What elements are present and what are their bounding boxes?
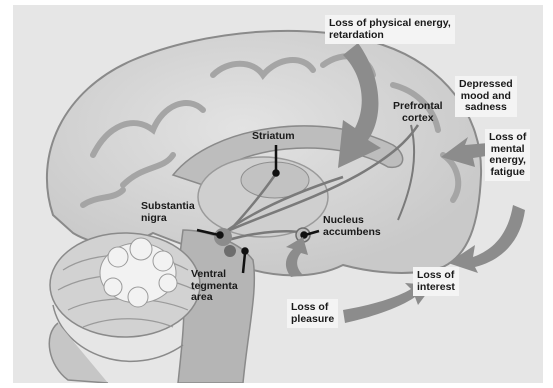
label-substantia-nigra: Substantia nigra: [141, 201, 195, 224]
symptom-loss-of-pleasure: Loss of pleasure: [287, 299, 338, 328]
label-nucleus-accumbens: Nucleus accumbens: [323, 215, 381, 238]
label-prefrontal-cortex: Prefrontal cortex: [393, 101, 443, 124]
brain-illustration: [13, 5, 543, 383]
label-ventral-tegmenta-area: Ventral tegmenta area: [191, 269, 238, 304]
label-striatum: Striatum: [252, 131, 295, 143]
symptom-loss-mental-energy: Loss of mental energy, fatigue: [485, 129, 530, 181]
symptom-loss-of-interest: Loss of interest: [413, 267, 459, 296]
ventral-tegmental-mark: [224, 245, 236, 257]
diagram-frame: Striatum Substantia nigra Nucleus accumb…: [13, 5, 543, 383]
symptom-loss-physical-energy: Loss of physical energy, retardation: [325, 15, 455, 44]
symptom-depressed-mood: Depressed mood and sadness: [455, 76, 517, 117]
